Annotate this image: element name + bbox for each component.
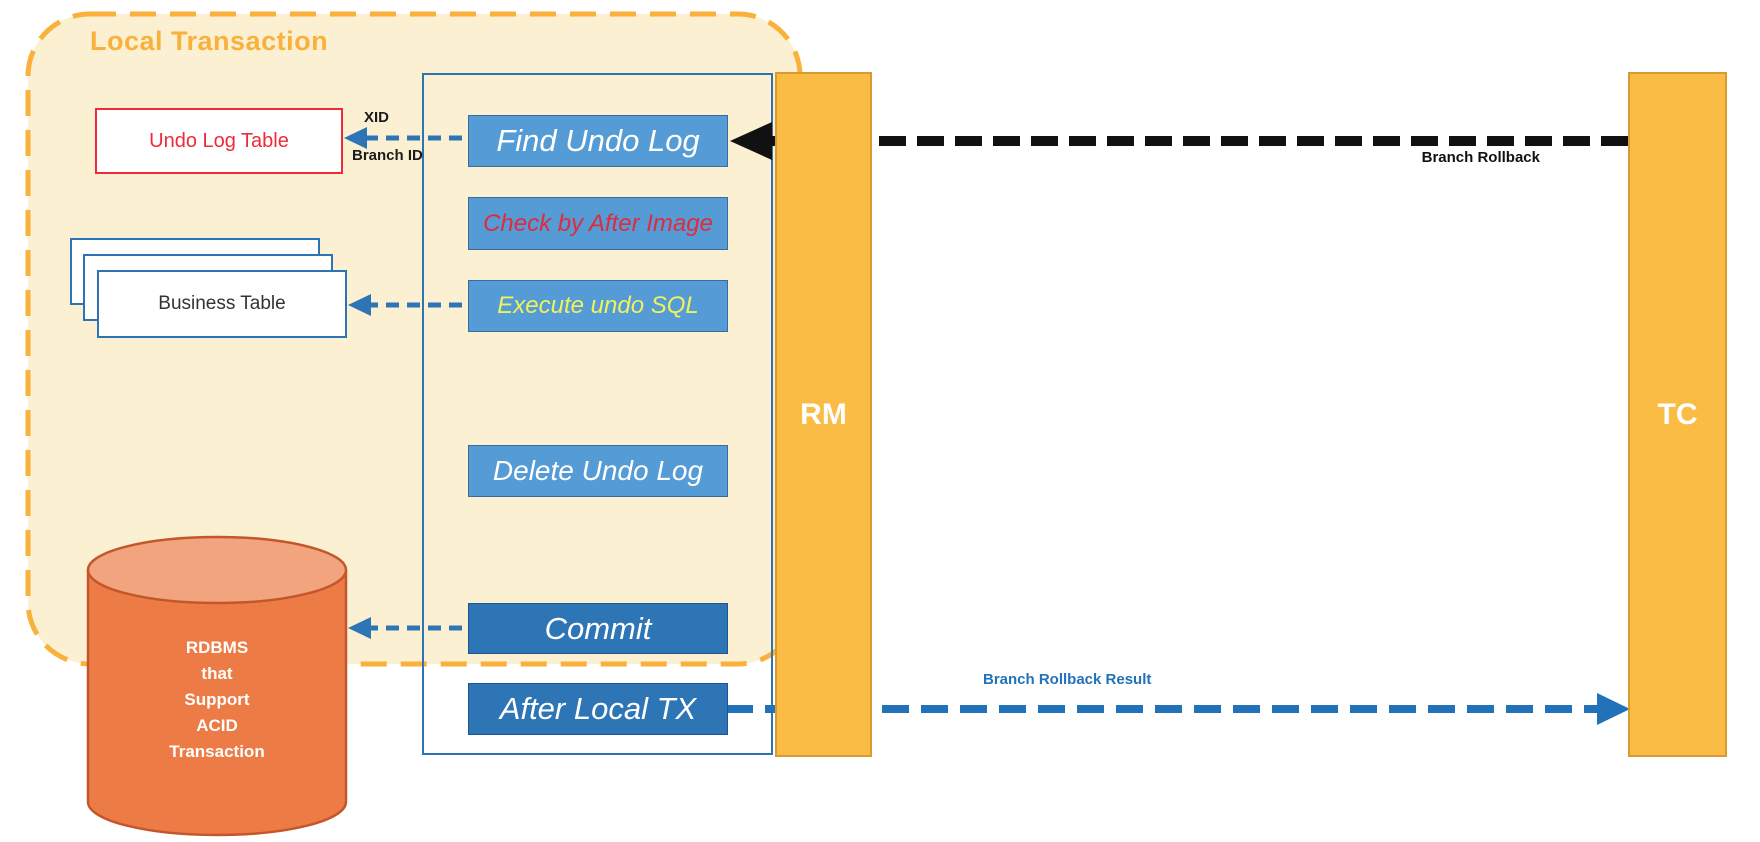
find-undo-log-to-table-arrowhead — [344, 127, 367, 149]
step-after-local-tx: After Local TX — [468, 683, 728, 735]
rm-lifeline-bar: RM — [775, 72, 872, 757]
step-delete-undo-log-label: Delete Undo Log — [492, 455, 704, 486]
tc-lifeline-bar: TC — [1628, 72, 1727, 757]
step-execute-undo-sql-label: Execute undo SQL — [497, 292, 699, 319]
execute-sql-to-business-arrowhead — [348, 294, 371, 316]
branch-rollback-result-label: Branch Rollback Result — [983, 671, 1152, 688]
rdbms-label-line1: RDBMS — [185, 638, 249, 657]
business-table-node: Business Table — [97, 270, 347, 338]
rdbms-cylinder-top — [86, 535, 348, 605]
rdbms-label-line2: that — [201, 664, 233, 683]
rm-label: RM — [800, 397, 847, 431]
branch-id-label: Branch ID — [352, 147, 423, 164]
step-check-by-after-image-label: Check by After Image — [483, 209, 713, 237]
business-table-label: Business Table — [158, 293, 286, 314]
rdbms-label-line4: ACID — [196, 716, 238, 735]
step-execute-undo-sql: Execute undo SQL — [468, 280, 728, 332]
undo-log-table-node: Undo Log Table — [95, 108, 343, 174]
step-delete-undo-log: Delete Undo Log — [468, 445, 728, 497]
branch-rollback-result-arrowhead — [1597, 693, 1630, 725]
tc-label: TC — [1657, 397, 1698, 431]
commit-to-rdbms-arrowhead — [348, 617, 371, 639]
rdbms-label: RDBMS that Support ACID Transaction — [88, 635, 346, 765]
step-find-undo-log-label: Find Undo Log — [496, 123, 700, 158]
step-commit-label: Commit — [544, 610, 652, 646]
step-commit: Commit — [468, 603, 728, 654]
branch-rollback-label: Branch Rollback — [1421, 149, 1540, 166]
step-check-by-after-image: Check by After Image — [468, 197, 728, 250]
local-transaction-title: Local Transaction — [90, 26, 329, 56]
xid-label: XID — [364, 109, 390, 126]
rdbms-label-line3: Support — [184, 690, 250, 709]
step-find-undo-log: Find Undo Log — [468, 115, 728, 167]
rdbms-label-line5: Transaction — [169, 742, 265, 761]
step-after-local-tx-label: After Local TX — [499, 691, 697, 726]
undo-log-table-label: Undo Log Table — [149, 129, 289, 152]
